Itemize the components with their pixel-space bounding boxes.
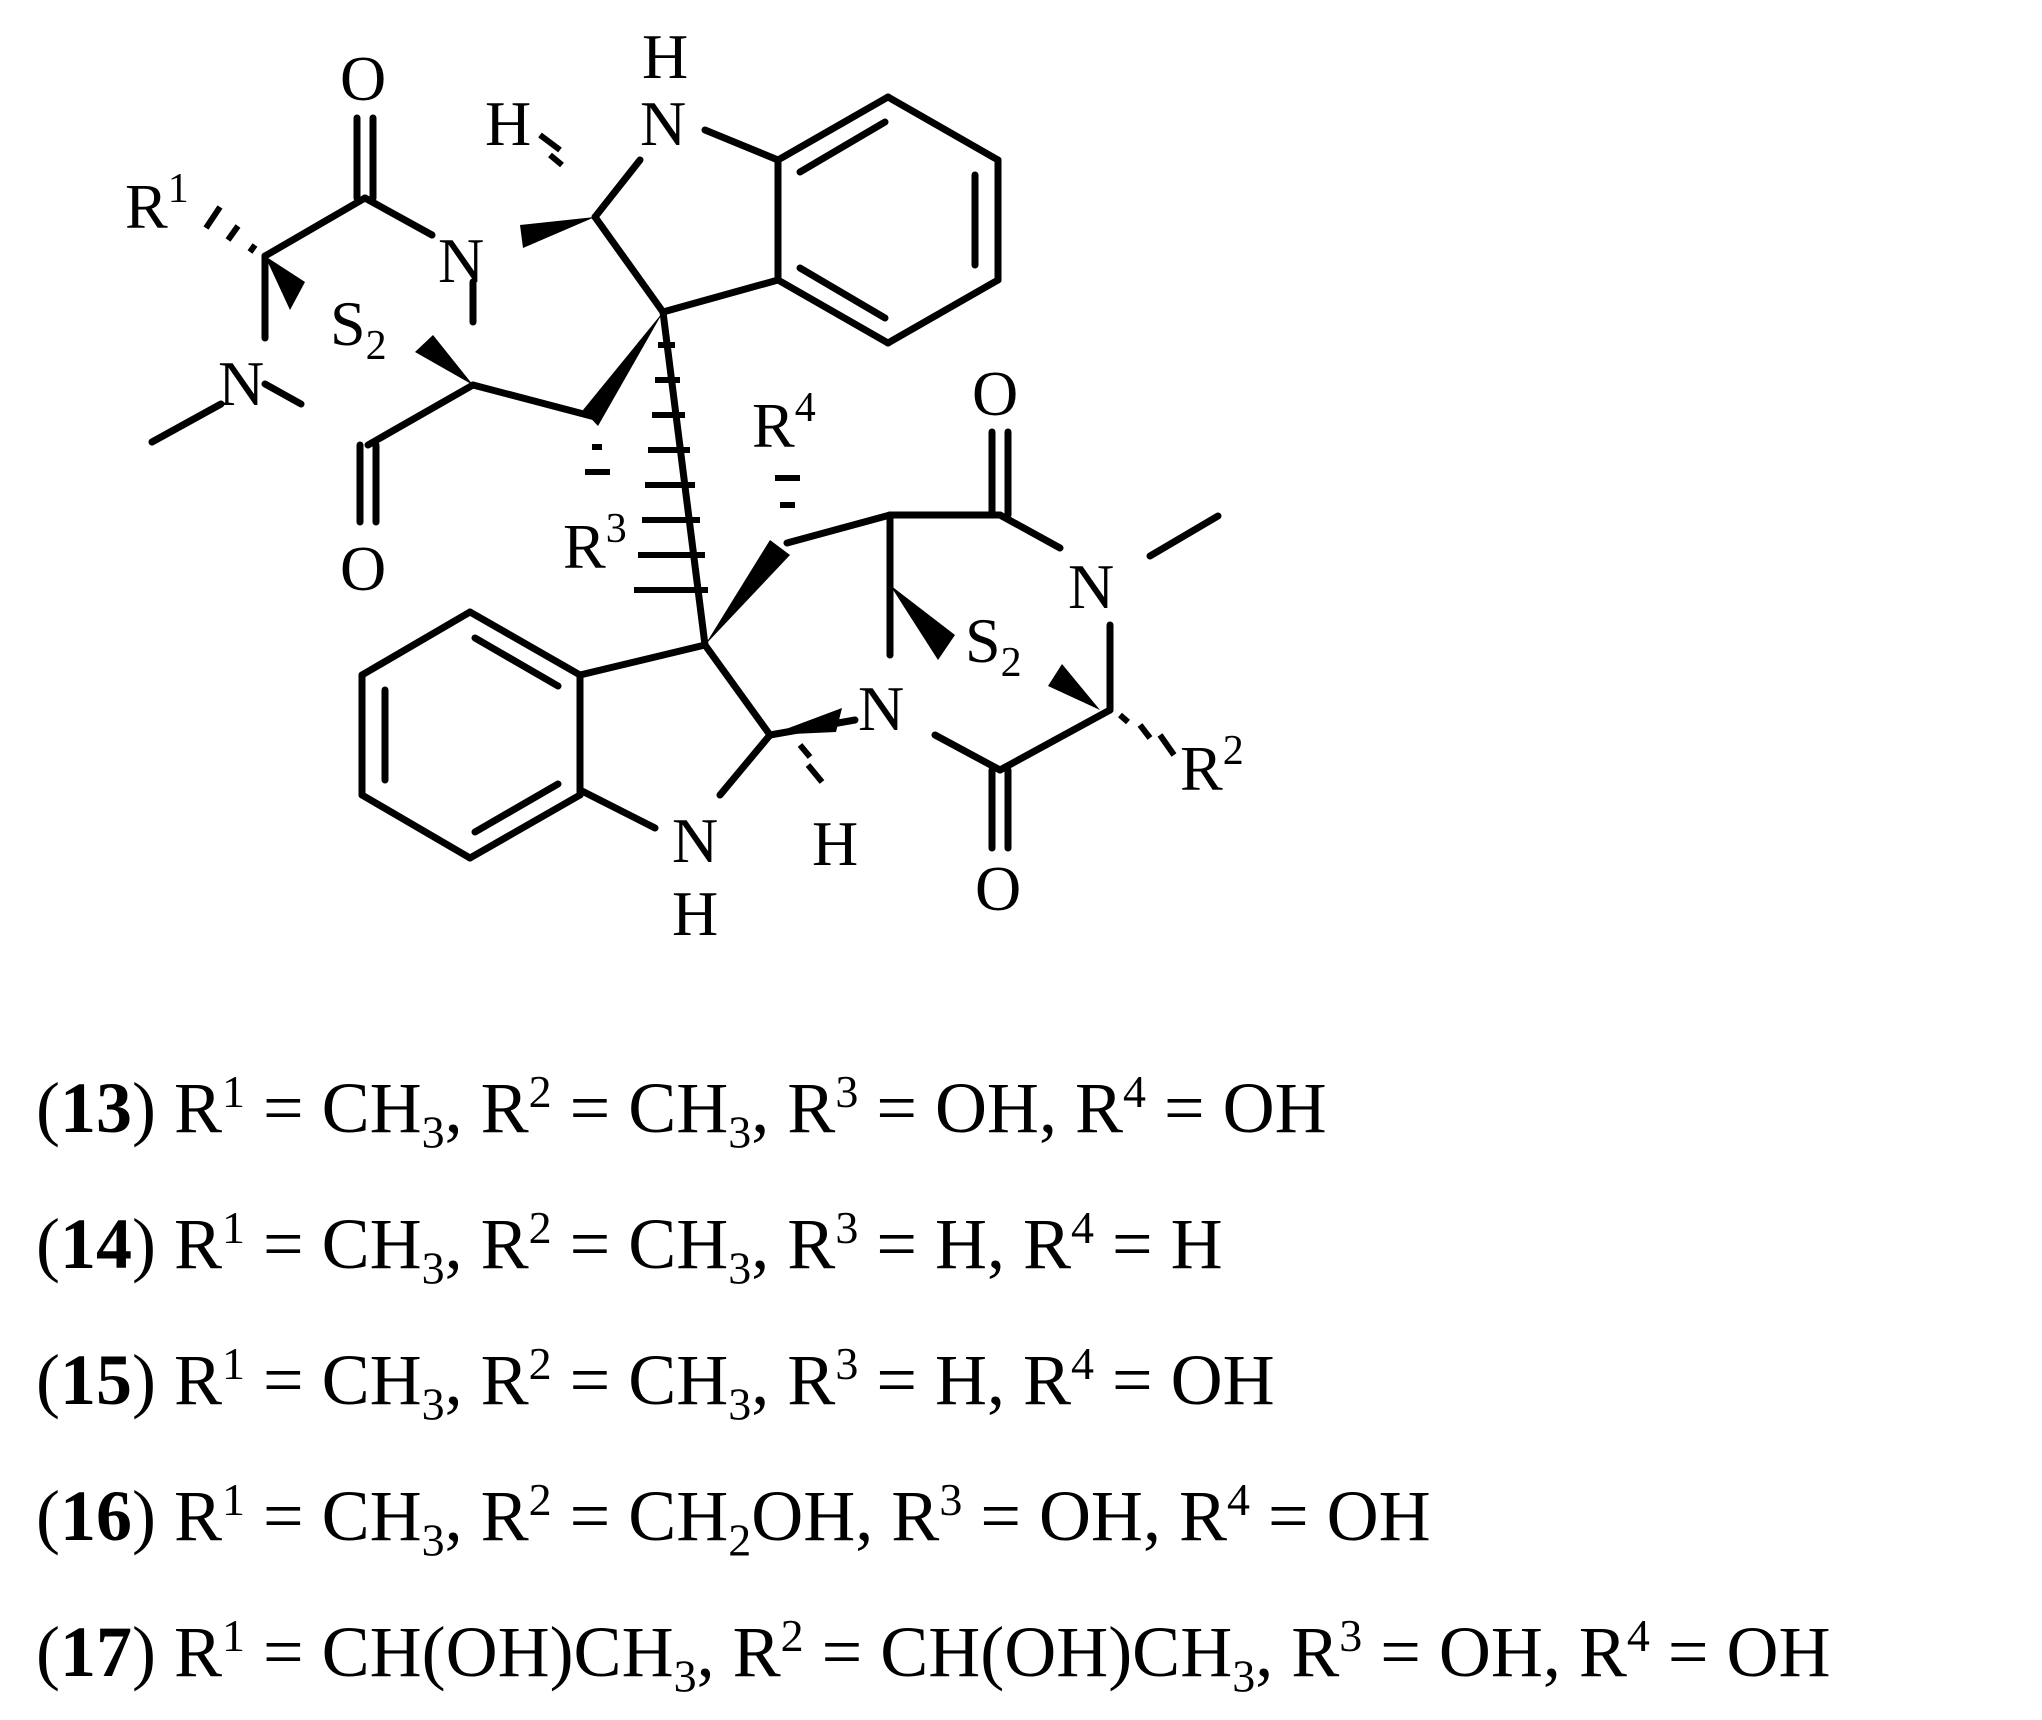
- bond: [576, 786, 659, 832]
- r2-label: R2: [1180, 728, 1244, 804]
- bond: [364, 381, 477, 449]
- bond: [716, 731, 774, 799]
- bond: [774, 276, 892, 347]
- legend-row-compound: (13) R1 = CH3, R2 = CH3, R3 = OH, R4 = O…: [36, 1066, 1327, 1158]
- bond: [361, 194, 436, 239]
- bond: [931, 731, 1004, 774]
- nitrogen-label: N: [218, 348, 264, 419]
- bond: [996, 511, 1064, 552]
- bond: [471, 780, 562, 836]
- wedge-bond: [265, 256, 305, 310]
- hydrogen-label: H: [672, 878, 718, 949]
- bond: [576, 641, 709, 679]
- r3-label: R3: [563, 506, 627, 582]
- bond: [1146, 512, 1222, 560]
- legend-row-compound: (14) R1 = CH3, R2 = CH3, R3 = H, R4 = H: [36, 1202, 1223, 1294]
- hash-bond: [797, 743, 813, 759]
- hydrogen-label: H: [812, 808, 858, 879]
- legend-row-compound: (16) R1 = CH3, R2 = CH2OH, R3 = OH, R4 =…: [36, 1474, 1431, 1566]
- nitrogen-label: N: [672, 805, 718, 876]
- bond: [148, 400, 225, 446]
- r1-label: R1: [125, 166, 189, 242]
- r4-label: R4: [752, 385, 816, 461]
- bond: [591, 156, 644, 221]
- nitrogen-label: N: [858, 673, 904, 744]
- nitrogen-label: N: [1068, 551, 1114, 622]
- hydrogen-label: H: [485, 88, 531, 159]
- bond: [358, 791, 474, 862]
- wedge-bond: [770, 708, 842, 735]
- hash-bond: [203, 205, 223, 230]
- wedge-bond: [1048, 664, 1100, 710]
- bond: [591, 213, 667, 316]
- bond: [261, 194, 369, 260]
- nitrogen-label: N: [640, 88, 686, 159]
- nitrogen-label: N: [438, 225, 484, 296]
- bond: [701, 126, 782, 164]
- bond: [659, 276, 782, 316]
- oxygen-label: O: [340, 533, 386, 604]
- bond: [783, 511, 894, 547]
- bond: [796, 264, 889, 322]
- bond: [774, 93, 892, 164]
- legend-row-compound: (15) R1 = CH3, R2 = CH3, R3 = H, R4 = OH: [36, 1338, 1275, 1430]
- wedge-bond: [583, 312, 663, 426]
- oxygen-label: O: [975, 853, 1021, 924]
- hash-bond: [805, 763, 825, 784]
- bond: [469, 381, 599, 421]
- hash-bond: [548, 152, 564, 168]
- wedge-bond: [890, 585, 955, 660]
- bond: [701, 641, 774, 739]
- oxygen-label: O: [340, 43, 386, 114]
- hash-bond: [225, 224, 241, 242]
- bond: [884, 93, 1002, 164]
- bond: [659, 308, 709, 649]
- bond: [466, 791, 584, 862]
- bond: [261, 380, 305, 408]
- hash-bond: [1157, 733, 1177, 757]
- hash-bond: [247, 243, 258, 254]
- oxygen-label: O: [972, 358, 1018, 429]
- bond: [996, 706, 1114, 774]
- hash-bond: [1137, 723, 1153, 740]
- sulfur-label: S2: [330, 288, 387, 369]
- hash-bond: [1118, 712, 1130, 725]
- wedge-bond: [415, 335, 473, 385]
- chemical-structure-diagram: O O O O N N N N N N H H H H S2 S2 R1 R3 …: [125, 21, 1244, 949]
- substituent-legend: (13) R1 = CH3, R2 = CH3, R3 = OH, R4 = O…: [36, 1040, 1830, 1720]
- hash-bond: [538, 132, 562, 153]
- wedge-bond: [520, 217, 595, 248]
- legend-row-compound: (17) R1 = CH(OH)CH3, R2 = CH(OH)CH3, R3 …: [36, 1610, 1831, 1702]
- bond: [796, 118, 889, 176]
- wedge-bond: [705, 540, 790, 645]
- bond: [466, 608, 584, 679]
- bond: [358, 608, 474, 679]
- bond: [884, 276, 1002, 347]
- sulfur-label: S2: [965, 605, 1022, 686]
- hydrogen-label: H: [642, 21, 688, 92]
- bond: [471, 634, 562, 690]
